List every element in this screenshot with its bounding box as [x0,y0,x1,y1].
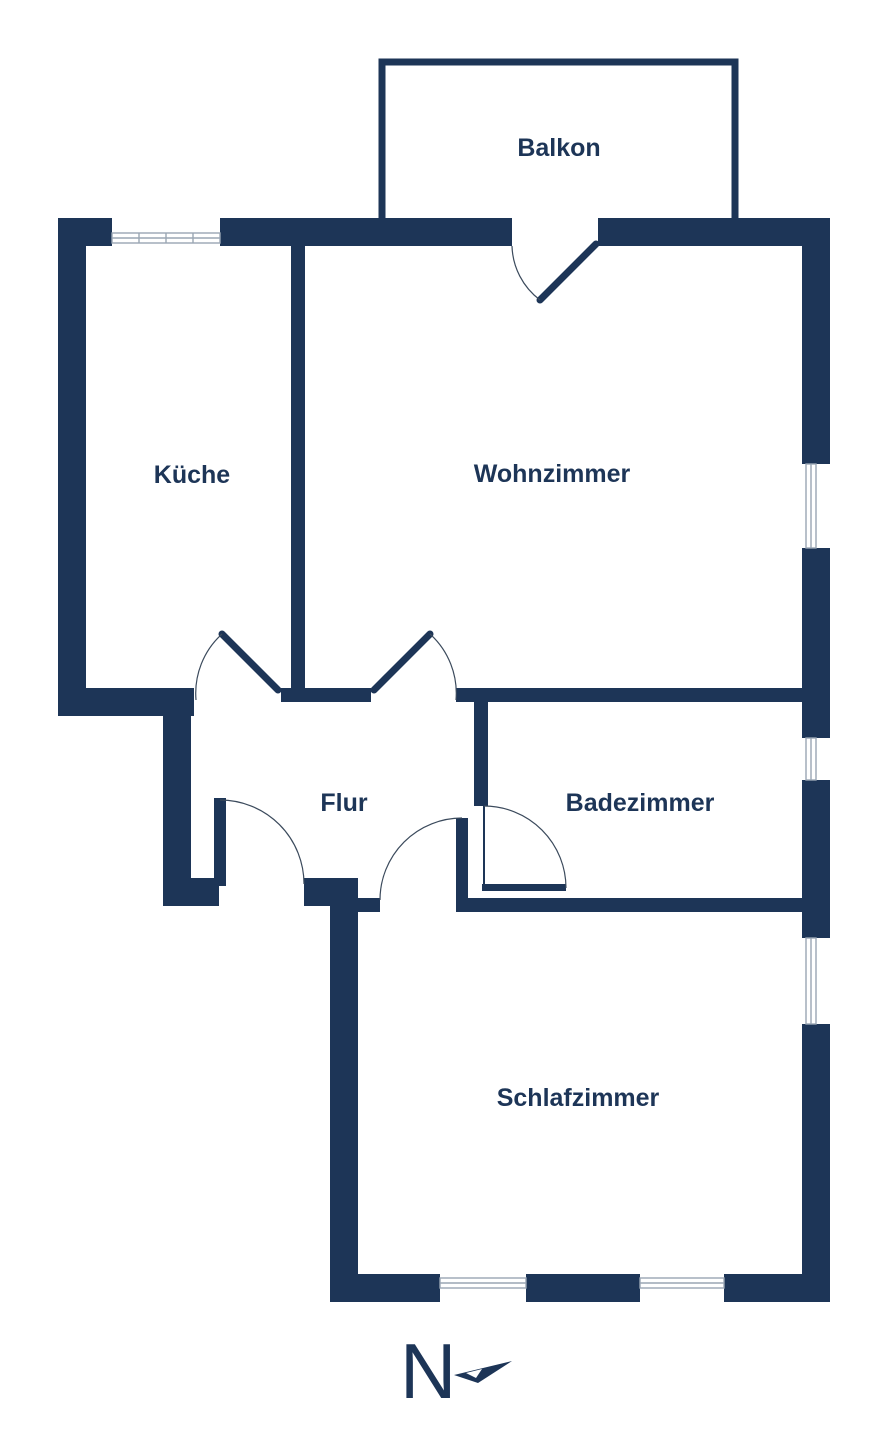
wall-right-3 [802,780,830,938]
wall-flur-bottom-jamb [356,898,380,912]
wall-flur-right [474,702,488,806]
room-label-badezimmer: Badezimmer [566,789,715,817]
wall-living-bottom-right [456,688,830,702]
doors [195,240,600,901]
walls [58,218,830,1302]
wall-living-bottom-left [281,688,371,702]
wall-top-middle [220,218,512,246]
wall-bath-bedroom [466,898,830,912]
window-living-right [805,463,817,549]
wall-bottom-left [330,1274,440,1302]
wall-right-4 [802,1024,830,1302]
window-bedroom-bottom-left [439,1277,527,1289]
door-flur-left [219,799,305,885]
room-label-wohnzimmer: Wohnzimmer [474,460,631,488]
door-bedroom [379,817,463,901]
compass: N [400,1327,512,1415]
wall-right-2 [802,548,830,738]
compass-letter: N [400,1327,456,1415]
window-kitchen-top [111,232,221,244]
wall-flur-bottom-left [163,878,219,906]
door-bathroom [483,805,567,890]
room-label-schlafzimmer: Schlafzimmer [497,1084,660,1112]
wall-left-kitchen [58,218,86,716]
window-bedroom-bottom-right [639,1277,725,1289]
door-balcony [511,240,600,304]
wall-kitchen-living [291,246,305,688]
north-arrow-icon [454,1361,512,1383]
room-label-flur: Flur [320,789,367,817]
window-bath-right [805,737,817,781]
balcony-outline [378,58,739,232]
wall-bottom-mid [526,1274,640,1302]
wall-bath-door-stop [482,884,566,891]
room-label-balkon: Balkon [517,134,600,162]
door-kitchen [195,630,282,701]
door-living [370,630,457,701]
room-label-kueche: Küche [154,461,231,489]
wall-left-bedroom [330,878,358,1302]
wall-right-1 [802,218,830,464]
windows [111,232,817,1289]
window-bedroom-right [805,937,817,1025]
wall-top-right [598,218,830,246]
wall-left-flur [163,688,191,906]
